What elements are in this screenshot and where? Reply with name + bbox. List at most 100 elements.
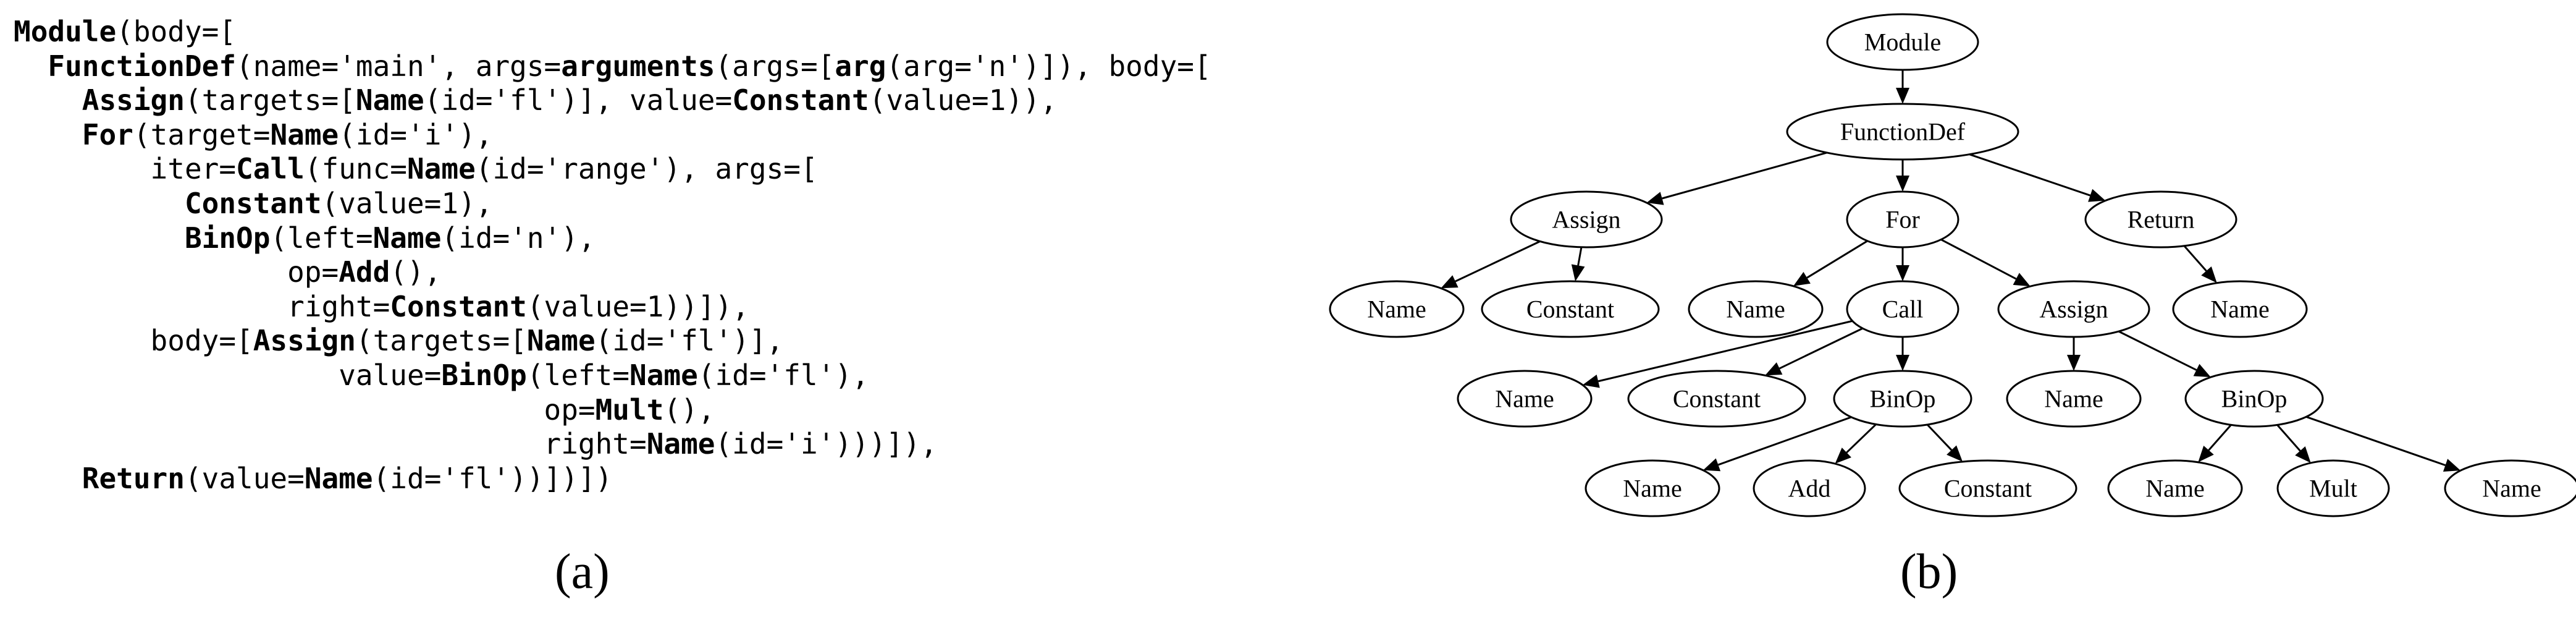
edge-line <box>2118 330 2197 371</box>
node-label: Constant <box>1526 295 1614 323</box>
code-text: (value=1)), <box>869 83 1058 117</box>
code-keyword: Constant <box>732 83 869 117</box>
code-text: (id='fl'), <box>697 358 869 392</box>
code-keyword: BinOp <box>441 358 527 392</box>
tree-node-name-call: Name <box>1457 370 1593 428</box>
tree-node-name-b2l: Name <box>2107 459 2243 517</box>
node-label: Name <box>2044 385 2103 413</box>
code-text: (func= <box>304 152 407 186</box>
tree-node-name-a1: Name <box>1329 280 1465 338</box>
tree-node-mult: Mult <box>2276 459 2390 517</box>
edge-line <box>2208 424 2232 451</box>
arrowhead-icon <box>1703 458 1721 472</box>
edge-line <box>2183 245 2207 272</box>
code-keyword: arguments <box>561 49 715 83</box>
edge-line <box>1717 416 1852 466</box>
node-ellipse <box>1997 280 2150 338</box>
node-ellipse <box>1688 280 1824 338</box>
tree-edge-binop2-to-name-b2r <box>2305 415 2461 472</box>
arrowhead-icon <box>1947 445 1963 462</box>
node-label: For <box>1885 206 1920 234</box>
code-line: body=[Assign(targets=[Name(id='fl')], <box>14 324 1237 359</box>
code-text: (id='fl'))])]) <box>373 461 613 495</box>
tree-edge-assign2-to-name-a2 <box>2067 337 2081 371</box>
edge-line <box>1597 320 1853 383</box>
node-label: BinOp <box>1870 385 1936 413</box>
code-text: op= <box>14 393 596 427</box>
code-text: (id='n'), <box>441 221 596 255</box>
node-label: FunctionDef <box>1840 118 1966 146</box>
tree-node-module: Module <box>1826 13 1979 71</box>
node-ellipse <box>1457 370 1593 428</box>
node-ellipse <box>2107 459 2243 517</box>
arrowhead-icon <box>1646 192 1664 205</box>
code-keyword: Mult <box>595 393 664 427</box>
code-keyword: Module <box>14 15 117 48</box>
node-label: Constant <box>1944 475 2032 503</box>
code-keyword: Return <box>82 461 185 495</box>
code-text: right= <box>14 427 647 461</box>
code-keyword: Assign <box>82 83 185 117</box>
edge-line <box>1577 247 1583 266</box>
tree-edge-binop2-to-name-b2l <box>2198 424 2232 462</box>
node-ellipse <box>1846 280 1959 338</box>
code-text: (body=[ <box>116 15 237 48</box>
node-ellipse <box>1846 190 1959 248</box>
code-keyword: Name <box>270 117 339 151</box>
tree-edge-for-to-assign2 <box>1940 239 2031 287</box>
code-keyword: BinOp <box>184 221 271 255</box>
node-ellipse <box>2276 459 2390 517</box>
code-text: (left= <box>270 221 373 255</box>
tree-edge-binop2-to-mult <box>2276 424 2311 463</box>
edge-line <box>1778 327 1863 370</box>
code-line: op=Mult(), <box>14 393 1237 428</box>
node-label: Module <box>1864 28 1941 56</box>
node-ellipse <box>1329 280 1465 338</box>
tree-edge-assign1-to-name-a1 <box>1441 240 1541 289</box>
code-text: (), <box>390 255 442 289</box>
node-label: Return <box>2128 206 2195 234</box>
code-text: (target= <box>133 117 271 151</box>
code-keyword: Name <box>526 324 596 358</box>
code-keyword: arg <box>835 49 886 83</box>
node-ellipse <box>1481 280 1660 338</box>
code-line: op=Add(), <box>14 255 1237 290</box>
node-ellipse <box>1585 459 1720 517</box>
tree-edge-binop1-to-add <box>1835 423 1877 464</box>
tree-node-name-b2r: Name <box>2444 459 2576 517</box>
tree-edge-assign1-to-constant-a1 <box>1571 247 1585 282</box>
node-label: Name <box>1367 295 1426 323</box>
code-text: op= <box>14 255 339 289</box>
tree-node-binop1: BinOp <box>1833 370 1972 428</box>
tree-edge-call-to-name-call <box>1582 320 1853 388</box>
tree-node-for: For <box>1846 190 1959 248</box>
tree-node-constant-a1: Constant <box>1481 280 1660 338</box>
arrowhead-icon <box>1896 88 1909 104</box>
node-ellipse <box>1898 459 2077 517</box>
code-text <box>14 221 185 255</box>
tree-node-name-ret: Name <box>2172 280 2308 338</box>
node-label: Name <box>1495 385 1554 413</box>
arrowhead-icon <box>1896 176 1909 192</box>
tree-node-assign1: Assign <box>1510 190 1663 248</box>
node-label: Assign <box>2039 295 2108 323</box>
tree-node-binop2: BinOp <box>2184 370 2324 428</box>
node-ellipse <box>1826 13 1979 71</box>
node-ellipse <box>2006 370 2142 428</box>
arrowhead-icon <box>2295 446 2311 463</box>
edge-line <box>2305 415 2446 467</box>
arrowhead-icon <box>1835 448 1851 464</box>
code-keyword: Call <box>236 152 305 186</box>
code-keyword: Name <box>629 358 698 392</box>
node-label: Mult <box>2309 475 2357 503</box>
code-line: FunctionDef(name='main', args=arguments(… <box>14 49 1237 84</box>
arrowhead-icon <box>2067 355 2081 371</box>
code-text: (left= <box>526 358 630 392</box>
code-line: Module(body=[ <box>14 15 1237 49</box>
code-text: (id='range'), args=[ <box>475 152 818 186</box>
code-keyword: Constant <box>390 289 527 323</box>
code-text <box>14 83 82 117</box>
code-text: iter= <box>14 152 237 186</box>
node-ellipse <box>1833 370 1972 428</box>
